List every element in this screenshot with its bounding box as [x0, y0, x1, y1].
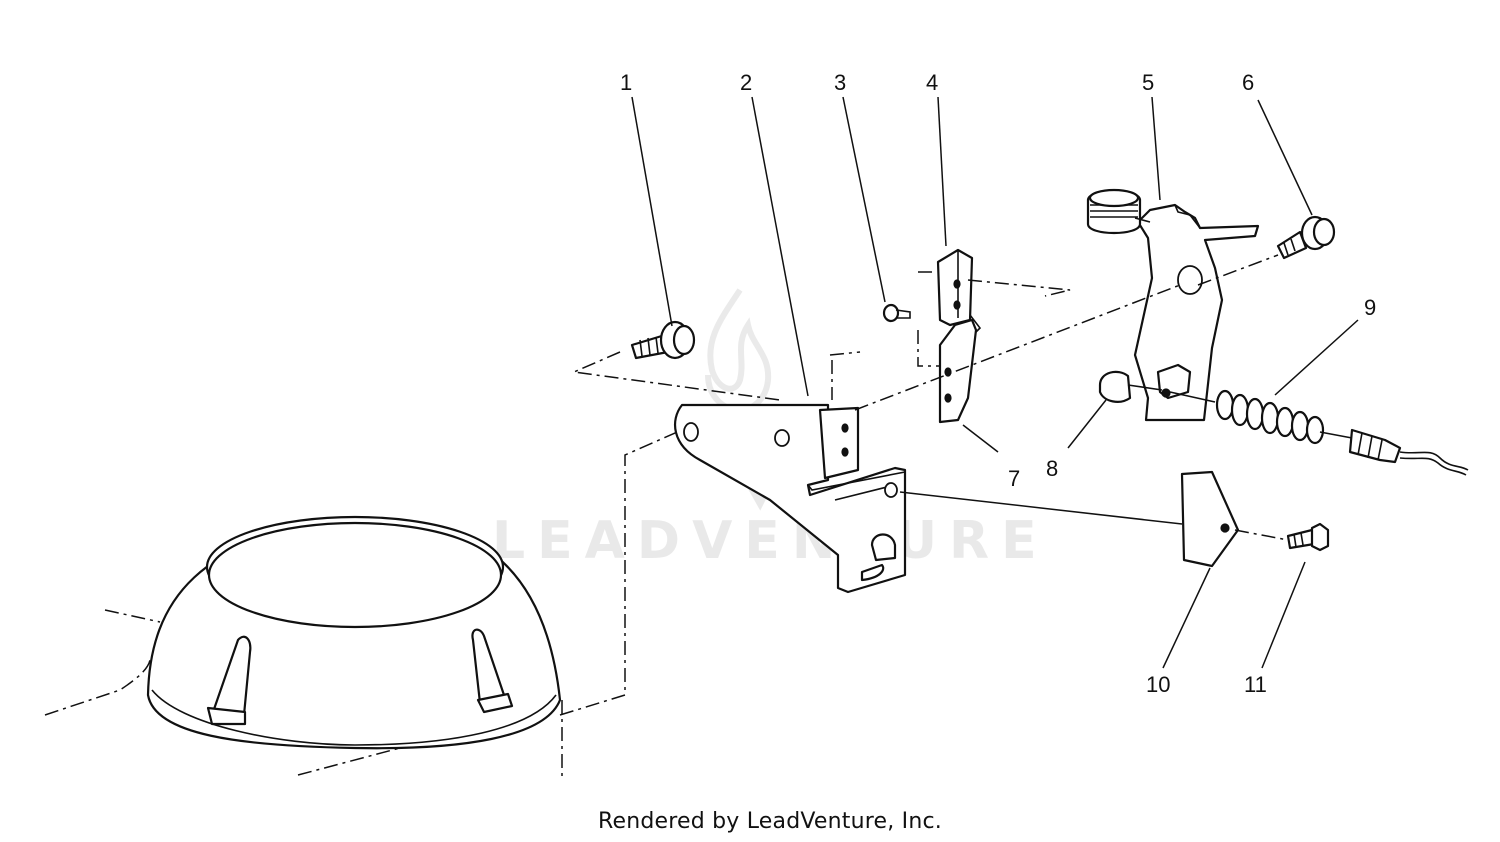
callout-9: 9 — [1364, 295, 1376, 320]
part-5-control-bracket — [854, 188, 1279, 422]
fan-housing — [44, 429, 683, 780]
leader-9 — [1274, 319, 1359, 396]
leader-1 — [631, 96, 673, 327]
callout-leaders — [631, 96, 1359, 669]
part-4-clip — [918, 248, 1071, 327]
part-10-plate — [899, 470, 1240, 568]
leader-10 — [1162, 567, 1211, 669]
watermark-text: LEADVENTURE — [492, 511, 1049, 571]
footer-credit: Rendered by LeadVenture, Inc. — [598, 809, 942, 834]
callout-4: 4 — [926, 70, 938, 95]
part-7-lever — [829, 314, 982, 424]
callout-1: 1 — [620, 70, 632, 95]
callout-labels: 1 2 3 4 5 6 7 8 9 10 11 — [620, 70, 1376, 697]
cable-spring — [1215, 389, 1325, 445]
part-6-bolt — [1276, 215, 1336, 260]
callout-8: 8 — [1046, 456, 1058, 481]
callout-3: 3 — [834, 70, 846, 95]
leader-8 — [1067, 399, 1107, 449]
callout-6: 6 — [1242, 70, 1254, 95]
leader-6 — [1257, 99, 1313, 216]
part-11-screw — [1234, 522, 1330, 552]
leader-4 — [937, 96, 947, 247]
callout-7: 7 — [1008, 466, 1020, 491]
leader-3 — [842, 96, 886, 303]
leader-11 — [1261, 561, 1306, 669]
callout-5: 5 — [1142, 70, 1154, 95]
callout-10: 10 — [1146, 672, 1170, 697]
part-9-cable — [1169, 389, 1469, 476]
leader-7 — [962, 424, 999, 453]
leader-5 — [1151, 96, 1161, 201]
part-2-bracket — [674, 403, 907, 594]
part-1-bolt — [571, 320, 781, 401]
part-8-knob — [1098, 370, 1163, 403]
part-3-screw — [882, 303, 911, 323]
leader-2 — [751, 96, 809, 397]
callout-11: 11 — [1244, 672, 1267, 697]
callout-2: 2 — [740, 70, 752, 95]
